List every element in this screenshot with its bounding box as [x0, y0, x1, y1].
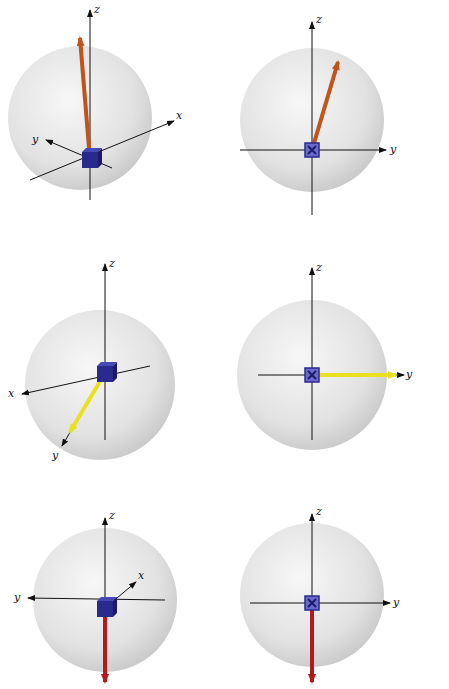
panel — [8, 10, 174, 200]
axis-label: y — [14, 592, 20, 603]
axis-label: z — [316, 506, 322, 517]
axis-label: z — [316, 14, 322, 25]
axis-label: z — [94, 4, 100, 15]
axis-label: y — [406, 369, 412, 380]
panel — [240, 514, 390, 682]
axis-label: y — [32, 134, 38, 145]
axis-label: x — [138, 570, 144, 581]
axis-label: y — [393, 597, 399, 608]
panel — [22, 264, 175, 460]
axis-label: z — [109, 510, 115, 521]
axis-label: x — [8, 388, 14, 399]
axis-label: y — [52, 450, 58, 461]
axis-label: y — [390, 144, 396, 155]
axis-label: z — [316, 262, 322, 273]
panel — [28, 518, 177, 682]
axis-label: x — [176, 110, 182, 121]
axis-label: z — [109, 258, 115, 269]
panel — [240, 22, 386, 215]
panel — [237, 268, 404, 450]
